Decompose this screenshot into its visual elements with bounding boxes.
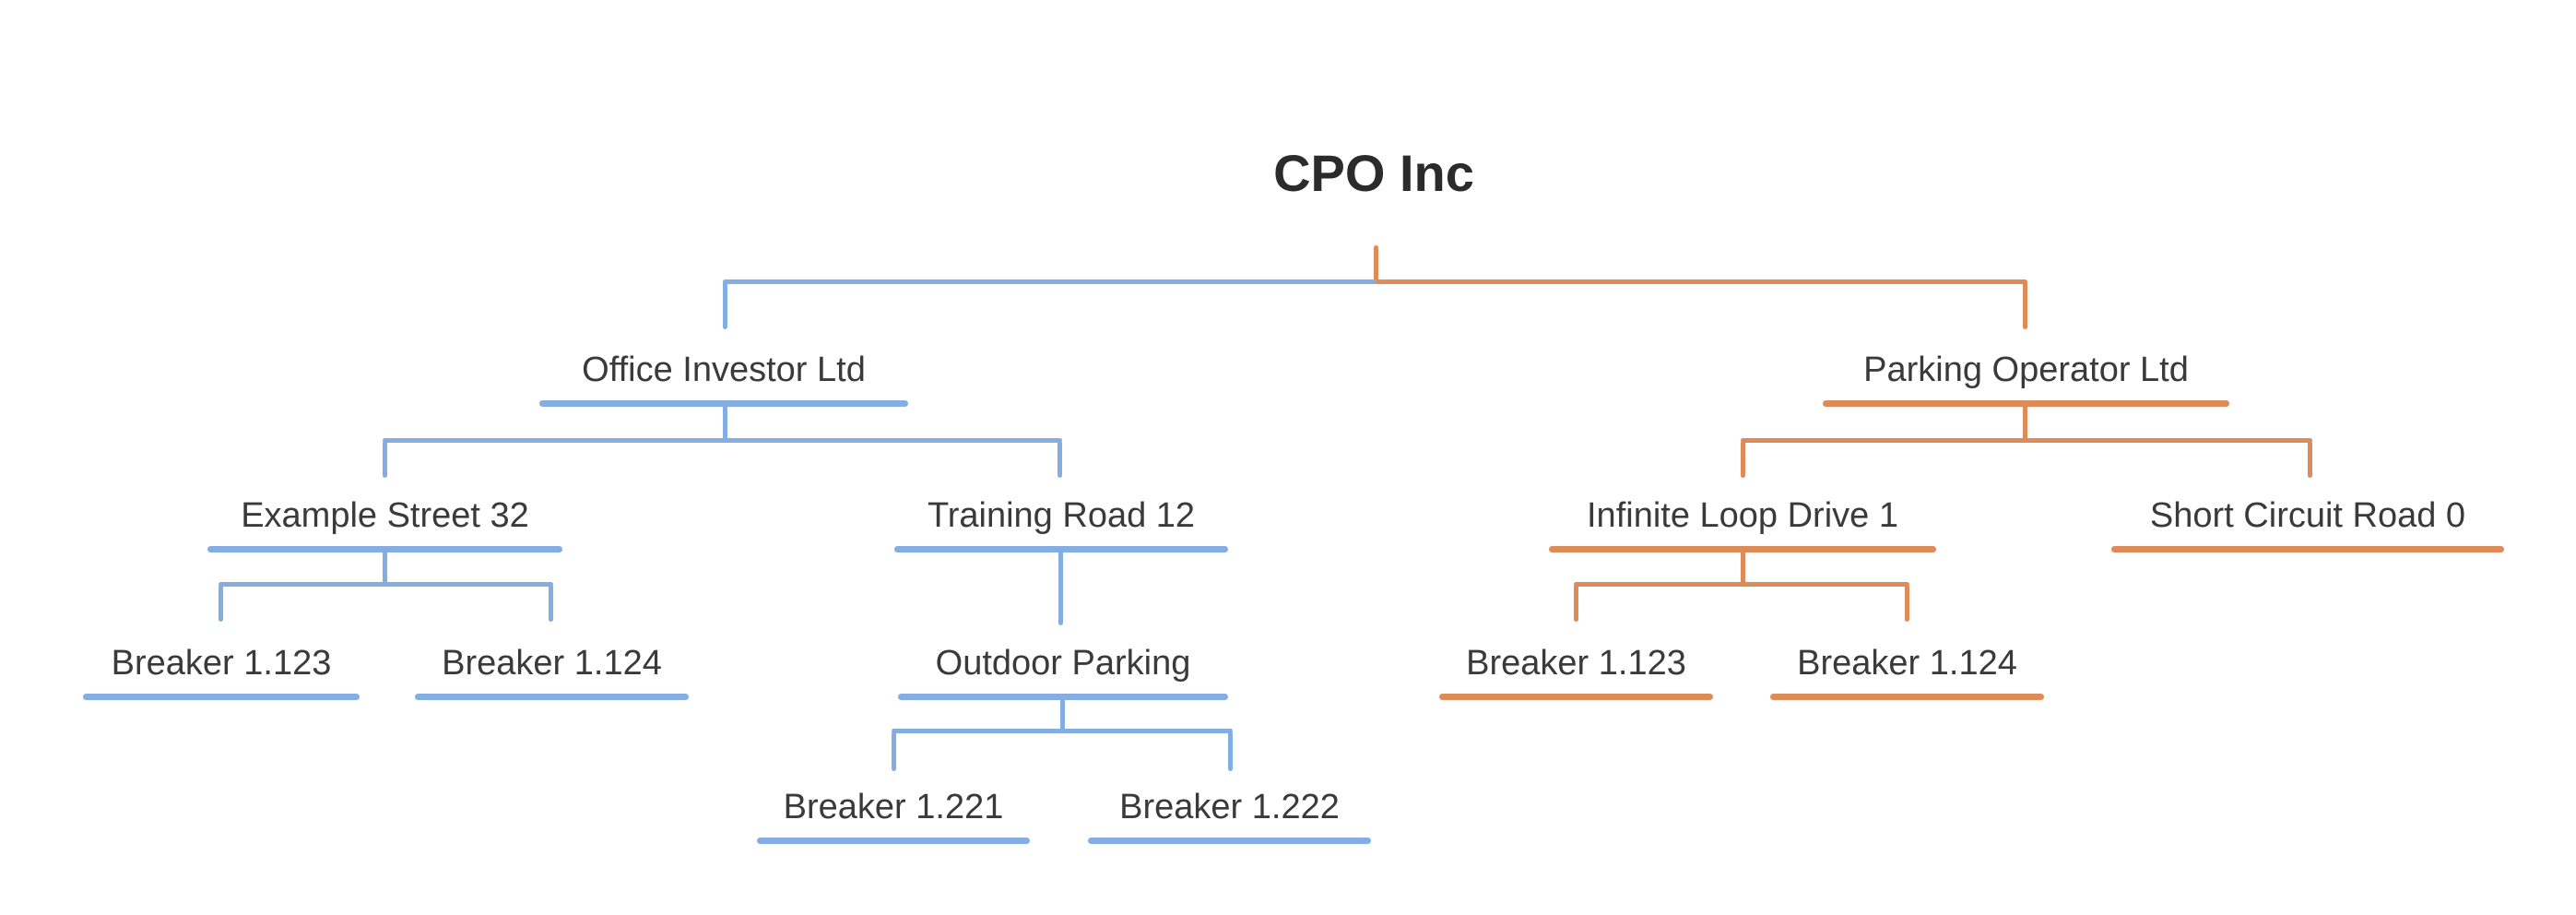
connector-breaker-1221-drop xyxy=(892,731,896,771)
node-underline xyxy=(1770,694,2044,700)
connector-training-road-drop xyxy=(1058,441,1062,478)
connector-infinite-loop-stem xyxy=(1741,548,1745,585)
connector-outdoor-children-span xyxy=(892,729,1233,733)
connector-root-to-office xyxy=(725,279,1377,284)
connector-example-children-span xyxy=(219,582,553,587)
connector-office-stem xyxy=(723,402,727,441)
node-underline xyxy=(757,838,1030,844)
connector-breaker-1123-parking-drop xyxy=(1574,585,1578,622)
node-label[interactable]: Breaker 1.123 xyxy=(111,644,332,683)
connector-breaker-1124-drop xyxy=(549,585,553,622)
connector-breaker-1222-drop xyxy=(1228,731,1233,771)
node-label[interactable]: Breaker 1.123 xyxy=(1466,644,1686,683)
node-example-street-32[interactable]: Example Street 32 xyxy=(207,498,562,553)
node-training-road-12[interactable]: Training Road 12 xyxy=(894,498,1228,553)
node-outdoor-parking[interactable]: Outdoor Parking xyxy=(898,646,1228,700)
node-breaker-1-123-parking[interactable]: Breaker 1.123 xyxy=(1439,646,1713,700)
connector-infinite-loop-drop xyxy=(1741,441,1745,478)
node-breaker-1-124-office[interactable]: Breaker 1.124 xyxy=(415,646,689,700)
node-underline xyxy=(415,694,689,700)
node-breaker-1-222[interactable]: Breaker 1.222 xyxy=(1088,790,1371,844)
connector-short-circuit-drop xyxy=(2308,441,2312,478)
connector-outdoor-parking-stem xyxy=(1060,695,1065,732)
node-label[interactable]: Breaker 1.221 xyxy=(783,788,1004,826)
node-label[interactable]: Outdoor Parking xyxy=(935,644,1191,683)
node-breaker-1-221[interactable]: Breaker 1.221 xyxy=(757,790,1030,844)
node-short-circuit-road-0[interactable]: Short Circuit Road 0 xyxy=(2111,498,2504,553)
node-underline xyxy=(2111,546,2504,553)
node-underline xyxy=(1088,838,1371,844)
connector-office-children-span xyxy=(383,438,1062,443)
node-label[interactable]: Parking Operator Ltd xyxy=(1863,351,2189,389)
node-parking-operator-ltd[interactable]: Parking Operator Ltd xyxy=(1823,352,2229,407)
node-infinite-loop-drive-1[interactable]: Infinite Loop Drive 1 xyxy=(1549,498,1936,553)
connector-training-road-stem xyxy=(1058,548,1063,625)
node-label[interactable]: Training Road 12 xyxy=(927,496,1196,535)
node-label[interactable]: Office Investor Ltd xyxy=(582,351,866,389)
connector-parking-stem xyxy=(2023,402,2027,441)
connector-parking-drop xyxy=(2023,279,2027,329)
node-breaker-1-124-parking[interactable]: Breaker 1.124 xyxy=(1770,646,2044,700)
connector-office-drop xyxy=(723,279,727,329)
connector-example-street-drop xyxy=(383,441,387,478)
node-cpo-inc[interactable]: CPO Inc xyxy=(1273,144,1474,202)
node-label[interactable]: Breaker 1.124 xyxy=(442,644,662,683)
connector-parking-children-span xyxy=(1741,438,2312,443)
connector-root-stem xyxy=(1374,245,1378,284)
node-label[interactable]: Breaker 1.222 xyxy=(1119,788,1340,826)
node-underline xyxy=(83,694,360,700)
node-office-investor-ltd[interactable]: Office Investor Ltd xyxy=(539,352,908,407)
node-label[interactable]: Short Circuit Road 0 xyxy=(2149,496,2466,535)
node-label[interactable]: Example Street 32 xyxy=(241,496,529,535)
connector-example-street-stem xyxy=(383,548,387,585)
connector-infinite-children-span xyxy=(1574,582,1909,587)
connector-breaker-1124-parking-drop xyxy=(1905,585,1909,622)
node-breaker-1-123-office[interactable]: Breaker 1.123 xyxy=(83,646,360,700)
connector-root-to-parking xyxy=(1376,279,2027,284)
node-label[interactable]: Breaker 1.124 xyxy=(1797,644,2017,683)
node-underline xyxy=(1439,694,1713,700)
connector-breaker-1123-drop xyxy=(219,585,223,622)
node-label[interactable]: Infinite Loop Drive 1 xyxy=(1587,496,1898,535)
